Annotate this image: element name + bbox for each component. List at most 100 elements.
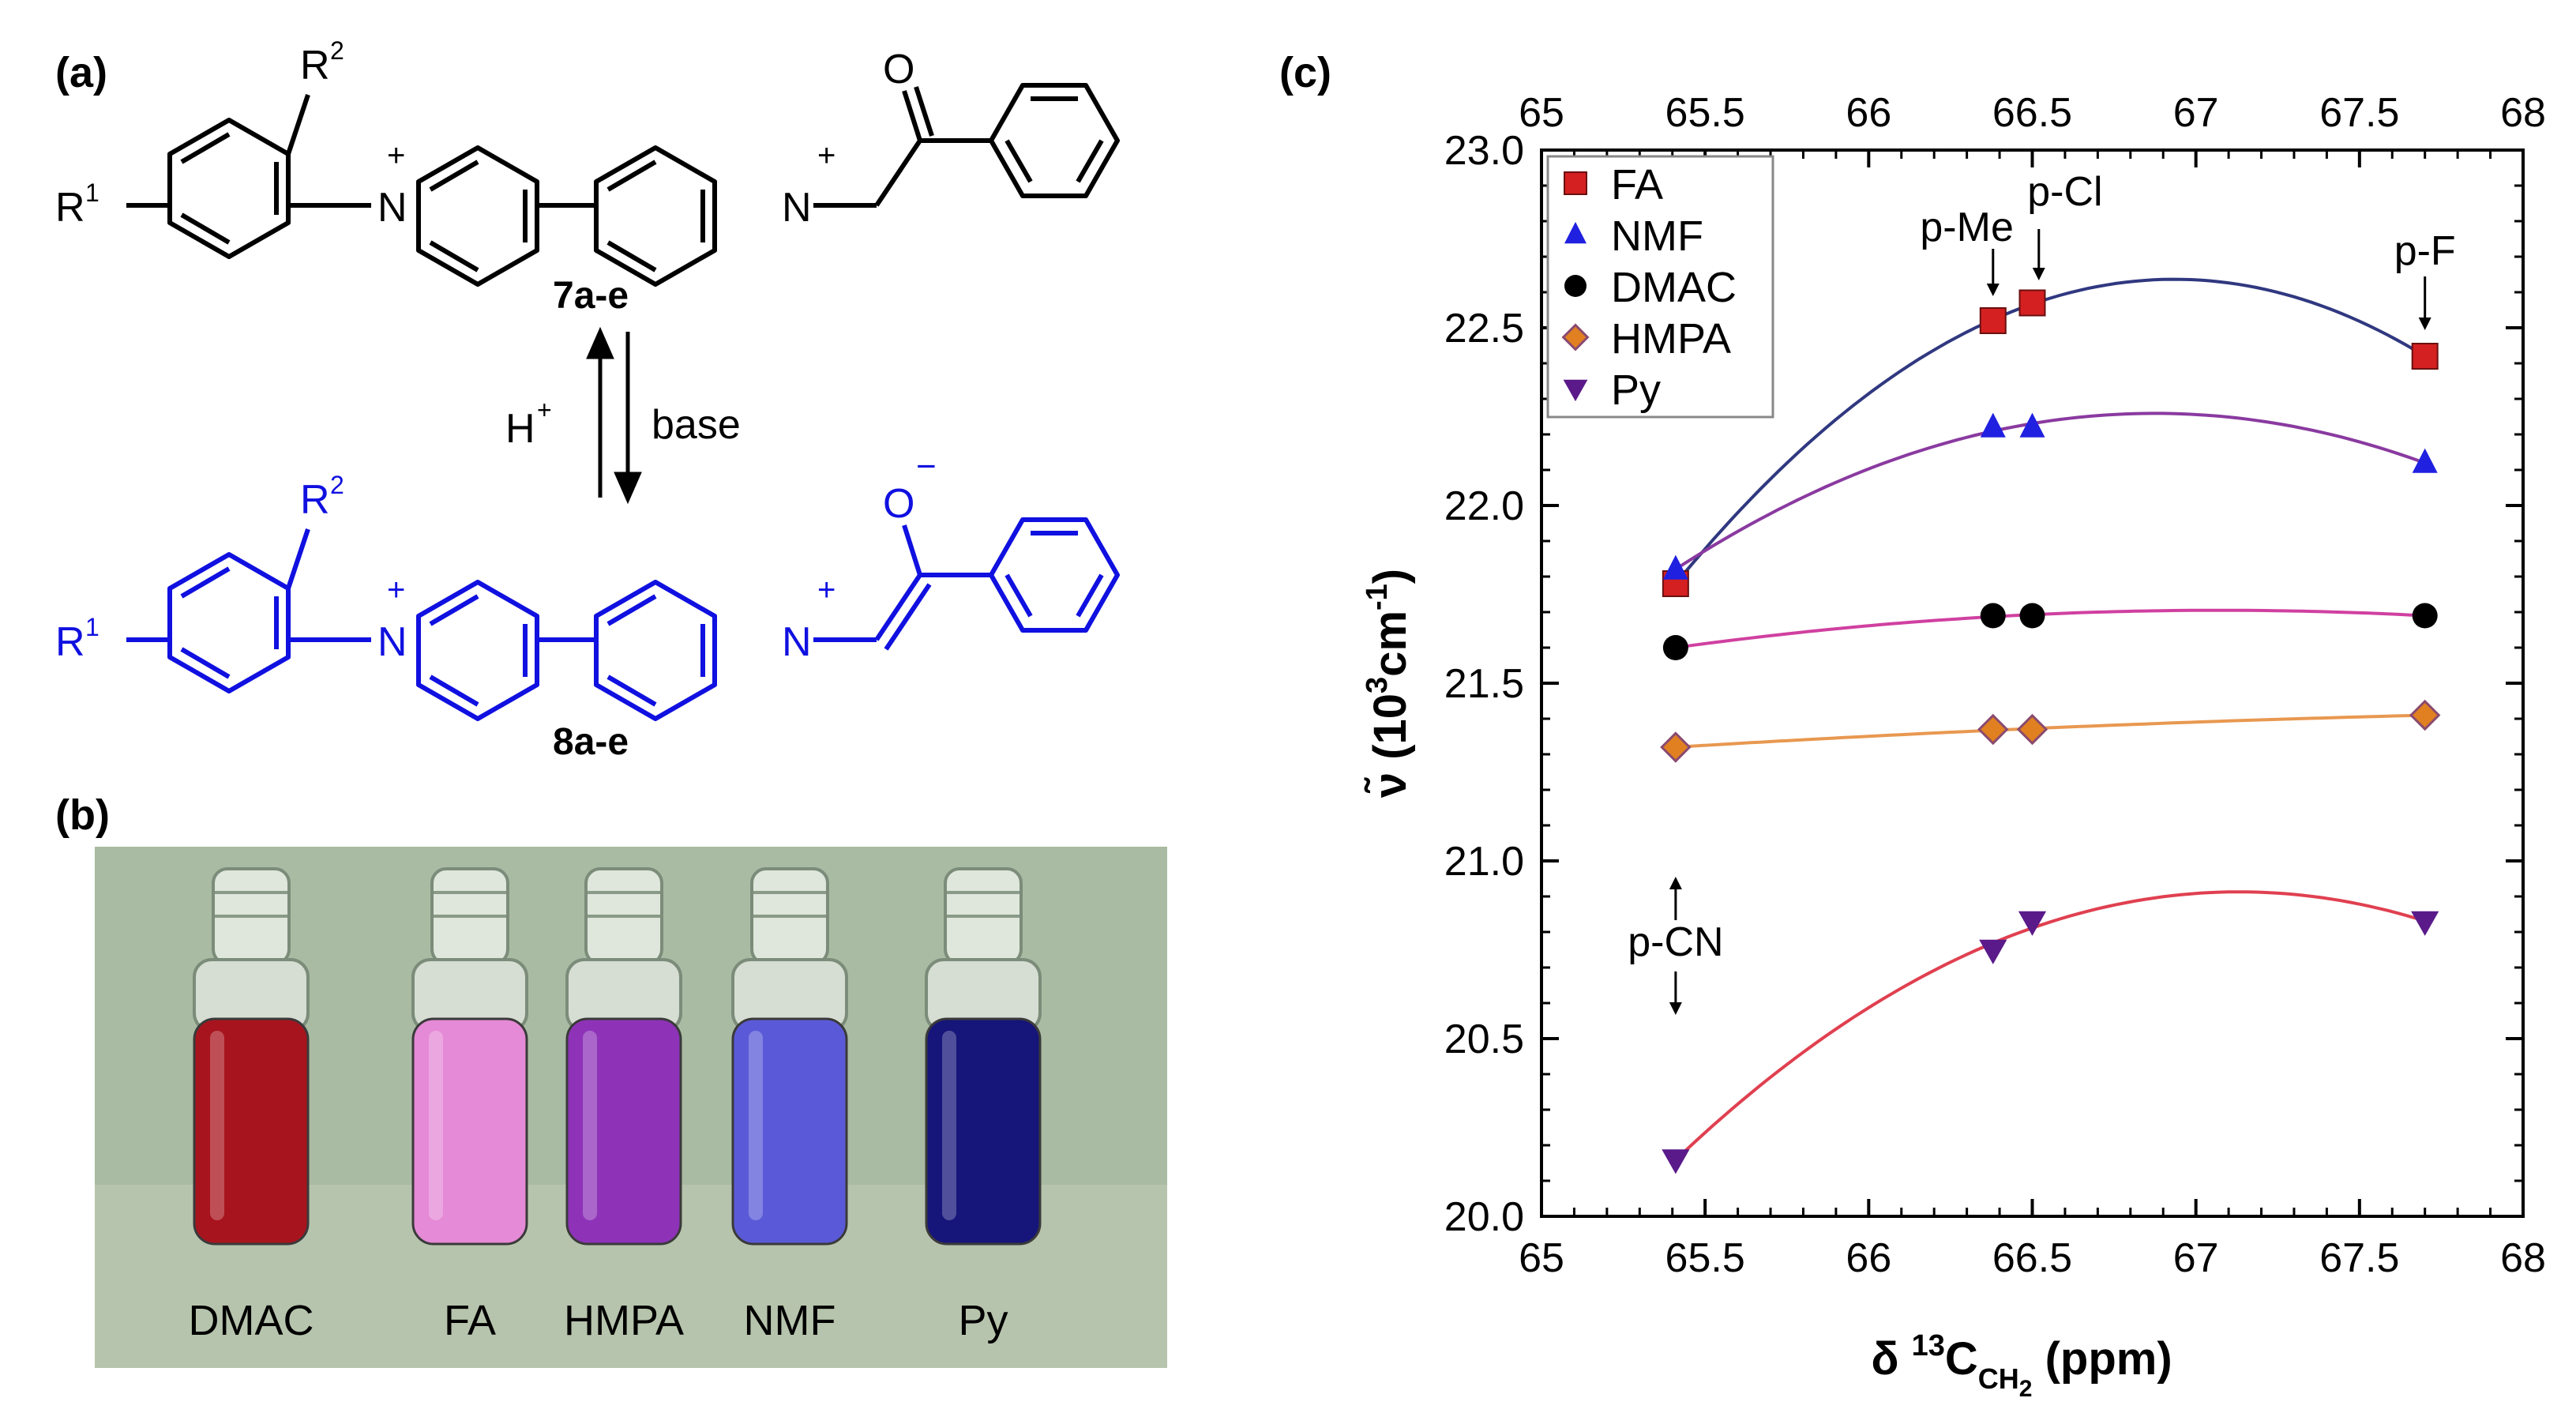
- data-point-dmac: [2412, 603, 2438, 629]
- annotations: p-Me p-Cl p-F p-CN: [1628, 169, 2456, 1015]
- series-nmf: [1662, 411, 2438, 580]
- vial-hmpa: HMPA: [564, 867, 684, 1344]
- n1-label-7: N: [377, 185, 407, 231]
- y-tick-label: 22.0: [1444, 483, 1524, 529]
- vial-highlight: [749, 1031, 763, 1220]
- n2-label-7: N: [782, 185, 812, 231]
- y-axis-label: ν̃ (103cm-1): [1361, 569, 1416, 798]
- vial-liquid: [925, 1017, 1042, 1246]
- legend-marker-hmpa: [1561, 323, 1590, 351]
- fit-curve-py: [1674, 890, 2426, 1161]
- y-tick-label: 21.0: [1444, 839, 1524, 885]
- panel-c: (c) 656565.565.5666666.566.5676767.567.5…: [1279, 49, 2546, 1402]
- structure-7a-e: [126, 83, 1120, 287]
- y-tick-label: 22.5: [1444, 306, 1524, 351]
- vial-liquid: [411, 1017, 528, 1246]
- x-tick-label-top: 65: [1519, 90, 1564, 136]
- x-tick-label-top: 67: [2173, 90, 2219, 136]
- data-point-dmac: [1662, 635, 1688, 660]
- vial-liquid: [193, 1017, 310, 1246]
- legend-marker-nmf: [1564, 221, 1587, 244]
- aryl-ring-7: [167, 118, 291, 259]
- acid-label: H: [505, 406, 535, 452]
- pyridinium-ring-8b: [594, 580, 717, 721]
- data-point-hmpa: [2409, 699, 2441, 731]
- series-py: [1662, 890, 2439, 1174]
- series-fa: [1662, 277, 2439, 597]
- r2-label-8: R: [300, 477, 330, 523]
- r1-label-7: R: [55, 185, 85, 231]
- data-point-nmf: [2412, 448, 2438, 473]
- y-tick-label: 20.0: [1444, 1194, 1524, 1240]
- vial-nmf: NMF: [731, 867, 848, 1344]
- x-tick-label-top: 68: [2500, 90, 2546, 136]
- r1-sup-7: 1: [85, 178, 100, 207]
- vial-label: HMPA: [564, 1297, 684, 1344]
- legend-marker-dmac: [1564, 275, 1587, 297]
- data-point-hmpa: [1660, 731, 1692, 763]
- panel-c-label: (c): [1279, 49, 1331, 96]
- x-tick-label: 65: [1519, 1235, 1564, 1281]
- data-point-py: [1662, 1149, 1690, 1174]
- vial-highlight: [210, 1031, 224, 1220]
- n1-charge-7: +: [387, 138, 405, 173]
- data-point-fa: [2411, 343, 2439, 370]
- pyridinium-ring-8a: [416, 580, 539, 721]
- r2-sup-7: 2: [330, 36, 344, 65]
- vial-label: NMF: [744, 1297, 836, 1344]
- legend-label-py: Py: [1611, 366, 1661, 414]
- annotation-p-me: p-Me: [1920, 205, 2013, 250]
- x-tick-label: 66.5: [1992, 1235, 2072, 1281]
- vial-label: Py: [958, 1297, 1008, 1344]
- compound-label-7a-e: 7a-e: [553, 275, 629, 317]
- vial-highlight: [942, 1031, 956, 1220]
- x-tick-label: 66: [1846, 1235, 1891, 1281]
- r1-label-8: R: [55, 619, 85, 665]
- series-dmac: [1662, 603, 2438, 660]
- structure-8a-e: [126, 517, 1120, 721]
- y-tick-label: 20.5: [1444, 1017, 1524, 1062]
- annotation-p-cn: p-CN: [1628, 919, 1723, 965]
- acid-label-sup: +: [537, 396, 552, 424]
- data-point-hmpa: [2016, 713, 2048, 746]
- n2-charge-8: +: [817, 573, 836, 607]
- panel-b-label: (b): [55, 791, 110, 839]
- y-tick-label: 23.0: [1444, 128, 1524, 174]
- series-hmpa: [1660, 699, 2441, 763]
- base-label: base: [652, 402, 741, 448]
- data-point-dmac: [2019, 603, 2045, 629]
- data-point-py: [1979, 939, 2007, 964]
- legend-label-hmpa: HMPA: [1611, 315, 1731, 363]
- x-tick-label-top: 65.5: [1665, 90, 1745, 136]
- annotation-p-f: p-F: [2394, 228, 2456, 274]
- x-tick-label: 65.5: [1665, 1235, 1745, 1281]
- pyridinium-ring-7a: [416, 145, 539, 287]
- pyridinium-ring-7b: [594, 145, 717, 287]
- data-point-nmf: [1980, 412, 2006, 438]
- n1-charge-8: +: [387, 573, 405, 607]
- aryl-ring-8: [167, 552, 291, 693]
- data-point-fa: [1979, 307, 2007, 334]
- n2-label-8: N: [782, 619, 812, 665]
- annotation-p-cl: p-Cl: [2027, 169, 2102, 215]
- panel-a-label: (a): [55, 49, 107, 96]
- data-point-fa: [2018, 289, 2046, 317]
- r2-sup-8: 2: [330, 471, 344, 499]
- data-point-dmac: [1980, 603, 2006, 629]
- data-point-py: [2018, 911, 2047, 936]
- vial-liquid: [731, 1017, 848, 1246]
- oxygen-charge-8: −: [916, 447, 937, 486]
- vial-highlight: [583, 1031, 597, 1220]
- panel-a: (a): [55, 36, 1120, 763]
- y-tick-label: 21.5: [1444, 661, 1524, 707]
- fit-curve-hmpa: [1675, 713, 2425, 749]
- x-tick-label: 68: [2500, 1235, 2546, 1281]
- legend-label-dmac: DMAC: [1611, 264, 1737, 311]
- data-point-hmpa: [1977, 713, 2009, 746]
- x-tick-label-top: 66: [1846, 90, 1891, 136]
- equilibrium-arrows: [586, 326, 642, 505]
